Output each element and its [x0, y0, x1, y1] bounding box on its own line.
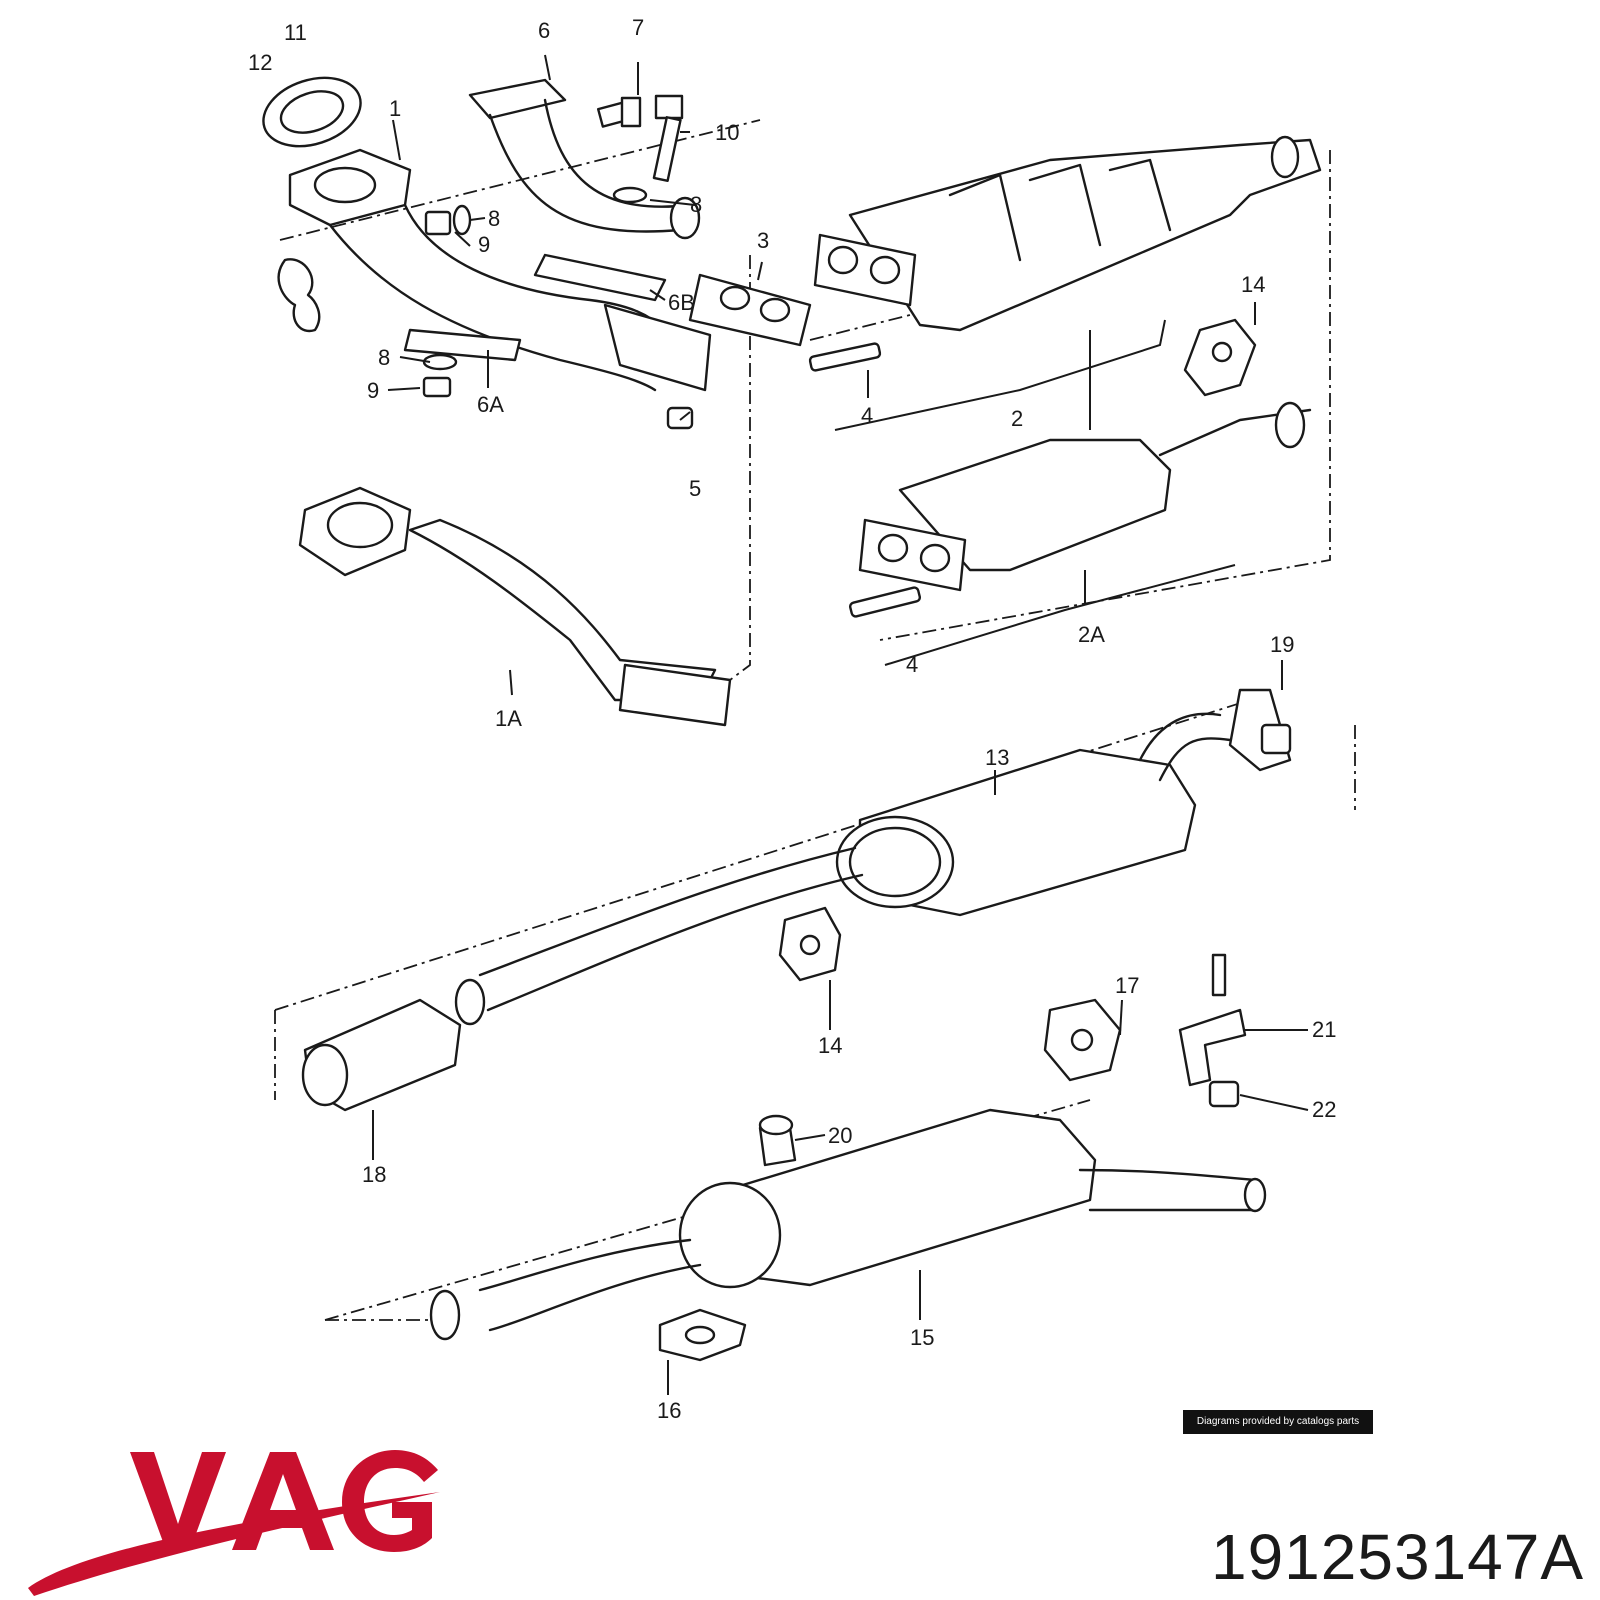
part-number: 191253147A — [1210, 1521, 1584, 1593]
callout-leader-lines — [372, 54, 1309, 1395]
callout-9-lower: 9 — [367, 378, 379, 403]
callout-20: 20 — [828, 1123, 852, 1148]
callout-22: 22 — [1312, 1097, 1336, 1122]
part-6B-heat-shield — [533, 253, 667, 302]
callout-1: 1 — [389, 96, 401, 121]
part-19-clamp — [1228, 688, 1292, 772]
part-10-bolt — [652, 94, 684, 182]
callout-6: 6 — [538, 18, 550, 43]
assembly-guide-lines — [274, 119, 1356, 1321]
part-15-rear-silencer — [429, 1108, 1267, 1341]
callout-4-upper: 4 — [861, 403, 873, 428]
callout-8-upper-left: 8 — [488, 206, 500, 231]
part-1A-front-pipe — [298, 486, 732, 727]
callout-4-lower: 4 — [906, 652, 918, 677]
callout-18: 18 — [362, 1162, 386, 1187]
callout-3: 3 — [757, 228, 769, 253]
part-14-rubber-hanger-lower — [778, 906, 842, 982]
callout-5: 5 — [689, 476, 701, 501]
callout-9-upper: 9 — [478, 232, 490, 257]
logo-letters — [130, 1450, 438, 1552]
callout-19: 19 — [1270, 632, 1294, 657]
part-7-bolt — [596, 96, 642, 128]
callout-13: 13 — [985, 745, 1009, 770]
callout-14-lower: 14 — [818, 1033, 842, 1058]
part-20-grommet — [758, 1114, 797, 1167]
nut-washer-set-upper — [424, 204, 472, 236]
part-12-clamp — [277, 258, 321, 333]
part-21-bracket — [1178, 953, 1247, 1087]
part-11-gasket-ring — [262, 76, 362, 148]
vag-logo — [28, 1450, 440, 1596]
callout-1A: 1A — [495, 706, 522, 731]
callout-6A: 6A — [477, 392, 504, 417]
callout-labels: 11 12 1 6 7 10 8 8 9 3 6B 8 9 6A 5 4 2 1… — [248, 15, 1336, 1423]
part-1-front-pipe — [288, 148, 712, 392]
part-22-nut — [1208, 1080, 1240, 1108]
part-14-rubber-hanger-upper — [1183, 318, 1257, 397]
part-3-gasket — [688, 273, 812, 347]
part-16-heat-shield-washer — [658, 1308, 747, 1362]
callout-7: 7 — [632, 15, 644, 40]
callout-8-upper-right: 8 — [690, 192, 702, 217]
part-17-rubber-hanger — [1043, 998, 1122, 1082]
part-4-stud-lower — [848, 586, 922, 618]
callout-11: 11 — [284, 20, 307, 45]
callout-2A: 2A — [1078, 622, 1105, 647]
callout-21: 21 — [1312, 1017, 1336, 1042]
diagram-credit: Diagrams provided by catalogs parts — [1183, 1410, 1373, 1434]
part-8-washer — [612, 186, 648, 204]
part-2A-catalytic-converter — [858, 401, 1312, 592]
callout-16: 16 — [657, 1398, 681, 1423]
callout-10: 10 — [715, 120, 739, 145]
callout-17: 17 — [1115, 973, 1139, 998]
part-5-nut — [666, 406, 694, 430]
part-4-stud-upper — [808, 342, 882, 372]
callout-15: 15 — [910, 1325, 934, 1350]
part-2-catalytic-converter — [813, 135, 1322, 332]
part-13-middle-silencer — [454, 712, 1232, 1026]
part-6-downpipe — [468, 78, 701, 240]
callout-8-lower: 8 — [378, 345, 390, 370]
part-6A-heat-shield — [403, 328, 522, 362]
callout-2: 2 — [1011, 406, 1023, 431]
callout-12: 12 — [248, 50, 272, 75]
callout-14-upper: 14 — [1241, 272, 1265, 297]
part-18-pipe-connector — [301, 998, 462, 1112]
callout-6B: 6B — [668, 290, 695, 315]
nut-washer-set-lower — [422, 353, 458, 398]
